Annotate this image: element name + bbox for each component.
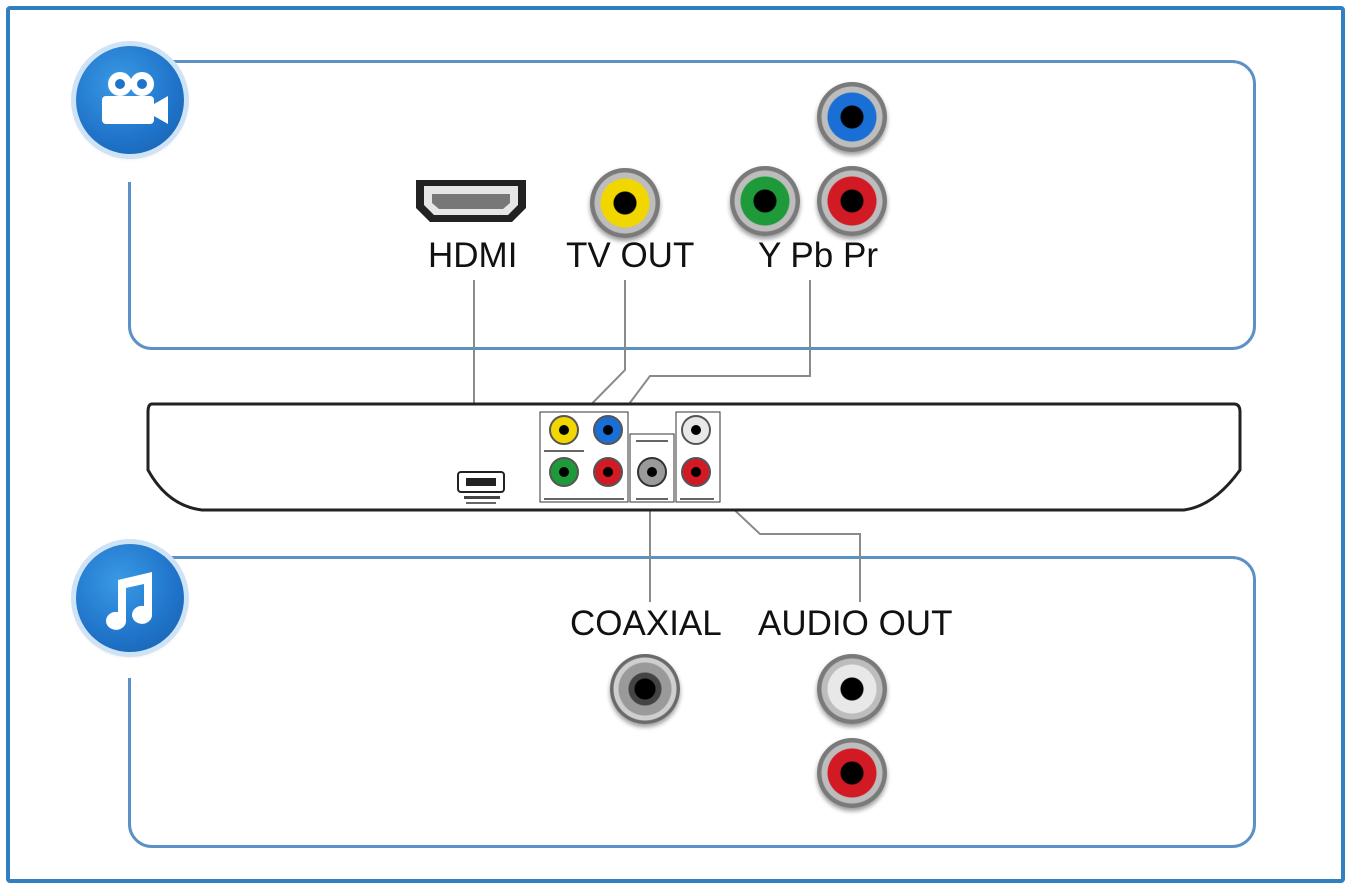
audio-out-label: AUDIO OUT xyxy=(758,604,953,643)
audio-left-white-jack xyxy=(817,654,887,724)
component-pb-blue-jack xyxy=(817,82,887,152)
player-rear-panel xyxy=(146,402,1242,512)
component-y-green-jack xyxy=(730,166,800,236)
video-camera-icon xyxy=(76,46,184,154)
audio-connections-panel xyxy=(128,556,1256,848)
coaxial-label: COAXIAL xyxy=(570,604,722,643)
component-pr-red-jack xyxy=(817,166,887,236)
diagram-frame xyxy=(6,6,1345,883)
audio-right-red-jack xyxy=(817,738,887,808)
tv-out-label: TV OUT xyxy=(566,236,695,275)
ypbpr-label: Y Pb Pr xyxy=(758,236,878,275)
video-connections-panel xyxy=(128,60,1256,350)
hdmi-label: HDMI xyxy=(428,236,518,275)
composite-video-yellow-jack xyxy=(590,168,660,238)
coaxial-jack xyxy=(610,654,680,724)
music-note-icon xyxy=(76,544,184,652)
